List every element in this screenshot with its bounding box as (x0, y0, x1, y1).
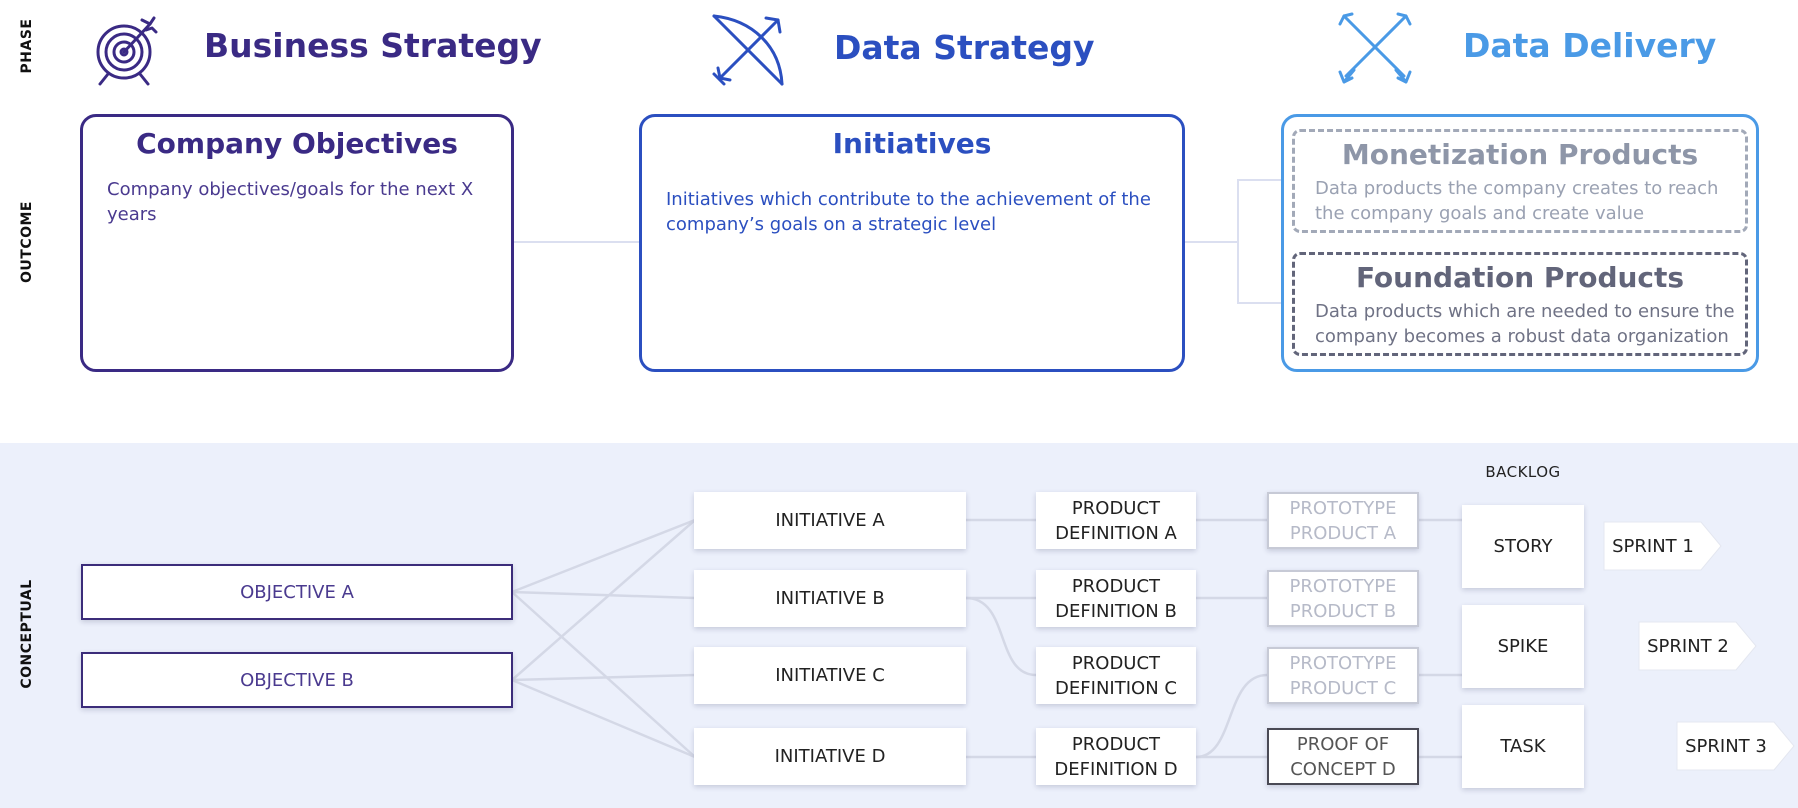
phase-title-business: Business Strategy (204, 26, 542, 65)
sprint-3-label: SPRINT 3 (1685, 736, 1767, 757)
product-definition-a-line2: DEFINITION A (1055, 522, 1177, 544)
connector-initiatives-delivery (1183, 179, 1292, 304)
prototype-c-line1: PROTOTYPE (1289, 652, 1397, 674)
product-definition-a-line1: PRODUCT (1071, 497, 1161, 519)
objective-b: OBJECTIVE B (81, 652, 513, 708)
product-definition-b: PRODUCT DEFINITION B (1036, 570, 1196, 627)
initiatives-description: Initiatives which contribute to the achi… (666, 189, 1151, 235)
company-objectives-title: Company Objectives (136, 127, 458, 160)
objective-a-label: OBJECTIVE A (240, 581, 354, 603)
company-objectives-description: Company objectives/goals for the next X … (107, 179, 474, 225)
prototype-product-b: PROTOTYPE PRODUCT B (1267, 570, 1419, 627)
prototype-product-c: PROTOTYPE PRODUCT C (1267, 647, 1419, 704)
row-label-conceptual: CONCEPTUAL (19, 579, 35, 689)
backlog-task: TASK (1462, 705, 1584, 788)
product-definition-a: PRODUCT DEFINITION A (1036, 492, 1196, 549)
proof-of-concept-line2: CONCEPT D (1290, 758, 1396, 780)
foundation-products-box: Foundation Products Data products which … (1292, 252, 1748, 356)
foundation-products-title: Foundation Products (1355, 261, 1685, 294)
initiative-c-label: INITIATIVE C (775, 665, 885, 686)
prototype-a-line1: PROTOTYPE (1289, 497, 1397, 519)
product-definition-d-line1: PRODUCT (1071, 733, 1161, 755)
company-objectives-card: Company Objectives Company objectives/go… (80, 114, 514, 372)
product-definition-b-line1: PRODUCT (1071, 575, 1161, 597)
initiative-d: INITIATIVE D (694, 728, 966, 785)
product-definition-d-line2: DEFINITION D (1054, 758, 1178, 780)
proof-of-concept-d: PROOF OF CONCEPT D (1267, 728, 1419, 785)
sprint-2-label: SPRINT 2 (1647, 636, 1729, 657)
data-delivery-card: Monetization Products Data products the … (1281, 114, 1759, 372)
initiative-d-label: INITIATIVE D (774, 746, 886, 767)
backlog-label: BACKLOG (1485, 463, 1561, 481)
sprint-2-arrow: SPRINT 2 (1638, 621, 1757, 671)
bow-arrow-icon (708, 12, 786, 88)
crossed-arrows-icon (1336, 12, 1414, 88)
prototype-c-line2: PRODUCT C (1289, 677, 1397, 699)
initiative-a: INITIATIVE A (694, 492, 966, 549)
sprint-1-label: SPRINT 1 (1612, 536, 1694, 557)
monetization-products-description: Data products the company creates to rea… (1315, 178, 1719, 224)
product-definition-c-line2: DEFINITION C (1055, 677, 1177, 699)
initiatives-card: Initiatives Initiatives which contribute… (639, 114, 1185, 372)
initiatives-title: Initiatives (832, 127, 992, 160)
initiative-b-label: INITIATIVE B (775, 588, 885, 609)
objective-a: OBJECTIVE A (81, 564, 513, 620)
product-definition-b-line2: DEFINITION B (1055, 600, 1177, 622)
initiative-c: INITIATIVE C (694, 647, 966, 704)
product-definition-c-line1: PRODUCT (1071, 652, 1161, 674)
prototype-b-line1: PROTOTYPE (1289, 575, 1397, 597)
backlog-story-label: STORY (1493, 536, 1553, 557)
backlog-spike-label: SPIKE (1497, 636, 1549, 657)
backlog-task-label: TASK (1500, 736, 1546, 757)
prototype-a-line2: PRODUCT A (1289, 522, 1397, 544)
backlog-spike: SPIKE (1462, 605, 1584, 688)
objective-b-label: OBJECTIVE B (240, 669, 354, 691)
phase-title-data-strategy: Data Strategy (834, 28, 1095, 67)
product-definition-d: PRODUCT DEFINITION D (1036, 728, 1196, 785)
target-icon (92, 14, 160, 86)
sprint-1-arrow: SPRINT 1 (1603, 521, 1722, 571)
monetization-products-title: Monetization Products (1341, 138, 1699, 171)
prototype-b-line2: PRODUCT B (1289, 600, 1397, 622)
backlog-story: STORY (1462, 505, 1584, 588)
initiative-a-label: INITIATIVE A (775, 510, 885, 531)
prototype-product-a: PROTOTYPE PRODUCT A (1267, 492, 1419, 549)
phase-title-data-delivery: Data Delivery (1463, 26, 1717, 65)
sprint-3-arrow: SPRINT 3 (1676, 721, 1795, 771)
monetization-products-box: Monetization Products Data products the … (1292, 129, 1748, 233)
foundation-products-description: Data products which are needed to ensure… (1315, 301, 1735, 347)
proof-of-concept-line1: PROOF OF (1296, 733, 1390, 755)
row-label-outcome: OUTCOME (19, 201, 35, 283)
product-definition-c: PRODUCT DEFINITION C (1036, 647, 1196, 704)
initiative-b: INITIATIVE B (694, 570, 966, 627)
